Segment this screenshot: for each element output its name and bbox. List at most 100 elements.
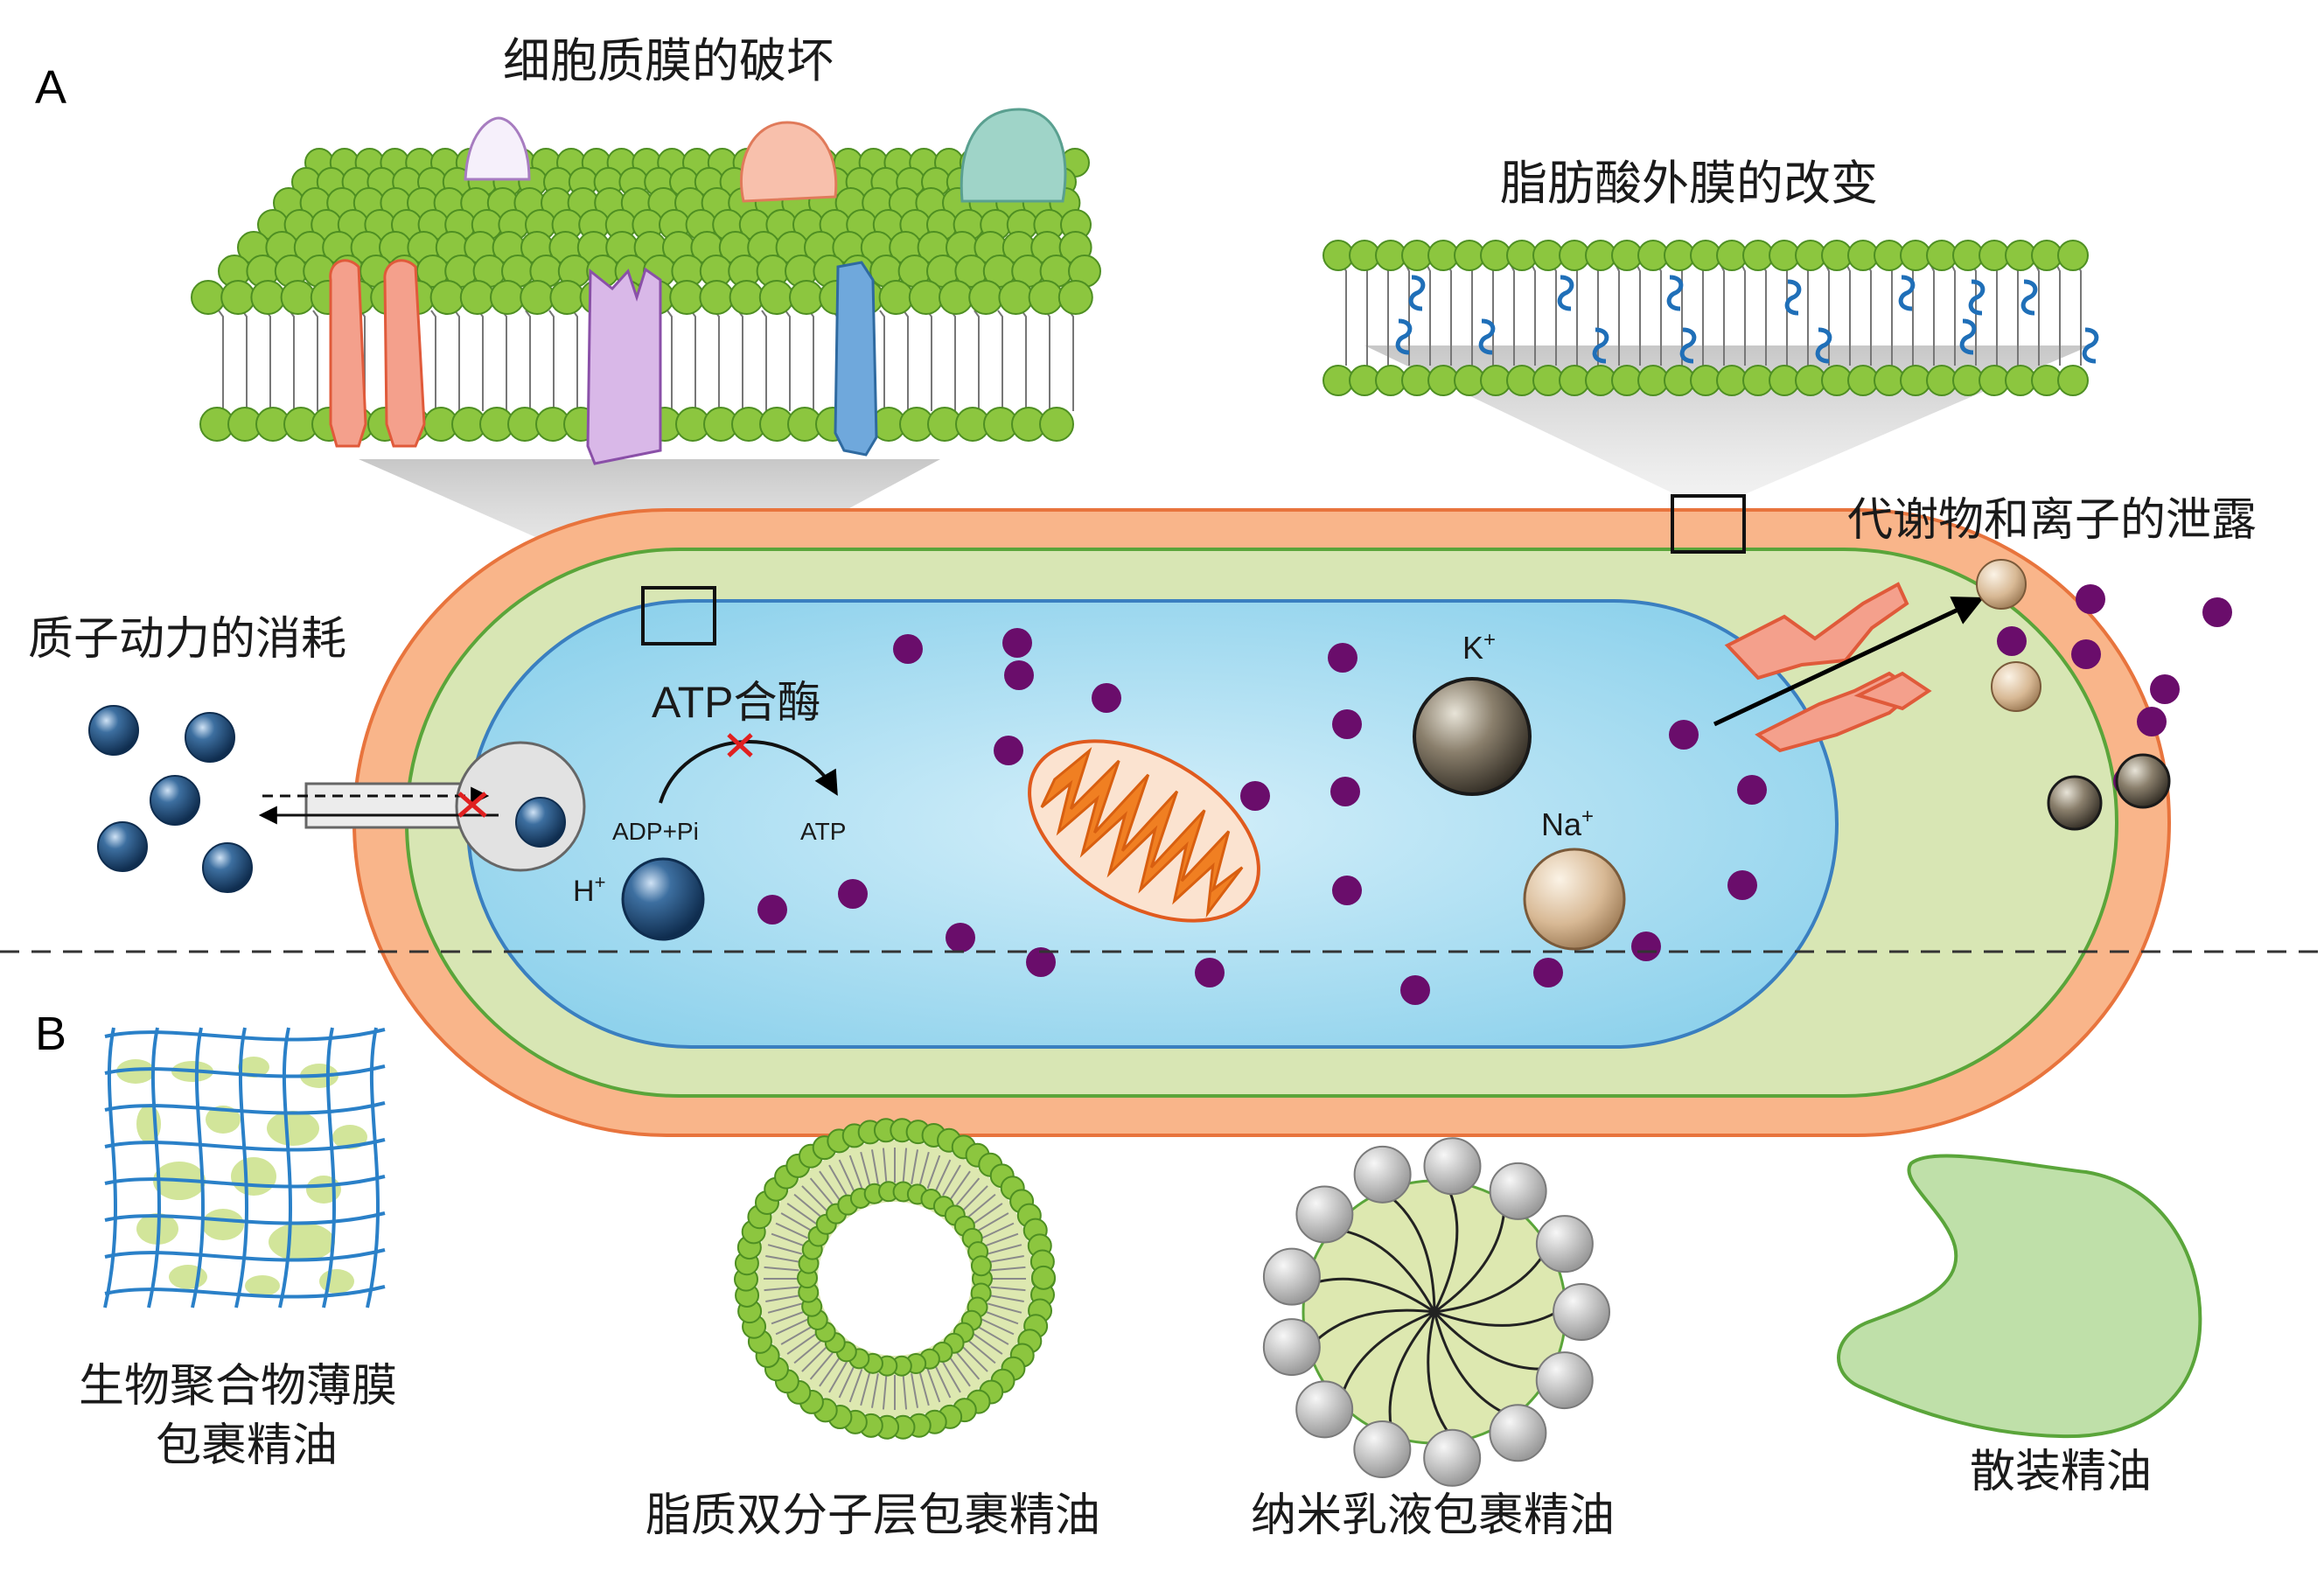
lipid-tail — [771, 1310, 805, 1325]
lipid-tail — [949, 1170, 971, 1201]
polymer-fiber — [104, 1064, 386, 1078]
lipid-tail — [771, 1232, 805, 1247]
lipid-tail — [870, 1373, 879, 1408]
polymer-fiber — [104, 1101, 386, 1115]
surfactant-head — [1423, 1428, 1482, 1487]
leaked-metabolite-dot — [2202, 597, 2232, 627]
lipid-head — [1532, 365, 1564, 396]
kinked-fatty-acid — [1968, 279, 1986, 316]
lipid-head — [2057, 240, 2089, 271]
kinked-fatty-acid — [1679, 327, 1697, 364]
lipid-head — [1401, 240, 1433, 271]
kinked-fatty-acid — [2020, 279, 2038, 316]
lipid-head — [2005, 365, 2036, 396]
lipid-tail — [572, 310, 578, 411]
polymer-fiber — [103, 1027, 117, 1308]
polymer-fiber — [234, 1027, 248, 1308]
surfactant-tail — [1433, 1190, 1459, 1313]
metabolite-dot — [1669, 720, 1699, 750]
lipid-head — [968, 280, 1004, 315]
lipid-tail — [967, 1193, 996, 1218]
lipid-tail — [289, 310, 295, 411]
h-ion-proton — [621, 857, 705, 941]
surfactant-head — [1262, 1318, 1321, 1377]
lipid-head — [1847, 365, 1879, 396]
lipid-head — [1349, 240, 1380, 271]
lipid-tail — [1825, 263, 1830, 366]
surface-protein-white — [464, 116, 531, 181]
lipid-tail — [848, 1369, 863, 1403]
lipid-head — [1952, 240, 1984, 271]
lipid-tail — [882, 1374, 888, 1410]
lipid-head — [1039, 407, 1074, 442]
section-b-label: B — [35, 1008, 66, 1060]
lipid-tail — [1783, 263, 1788, 366]
lipid-tail — [848, 1155, 863, 1189]
lipid-head — [1926, 365, 1958, 396]
lipid-head — [1690, 365, 1721, 396]
lipid-tail — [775, 1222, 808, 1239]
lipid-tail — [962, 1346, 988, 1372]
lipid-tail — [977, 1212, 1009, 1232]
lipid-tail — [879, 310, 885, 411]
lipid-tail — [765, 1294, 800, 1303]
lipid-head — [970, 1255, 992, 1277]
fatty-acid-change-label: 脂肪酸外膜的改变 — [1500, 156, 1878, 211]
lipid-head — [549, 280, 585, 315]
lipid-head — [2031, 365, 2062, 396]
kinked-fatty-acid — [1408, 275, 1426, 311]
lipid-tail — [764, 1286, 799, 1292]
lipid-head — [1664, 240, 1695, 271]
lipid-tail — [828, 1361, 848, 1393]
lipid-tail — [793, 1339, 822, 1364]
leaked-metabolite-dot — [2150, 674, 2180, 704]
lipid-tail — [962, 1185, 988, 1211]
surfactant-head — [1353, 1420, 1412, 1479]
lipid-head — [1427, 240, 1459, 271]
lipid-tail — [1657, 263, 1662, 366]
leakage-label: 代谢物和离子的泄露 — [1847, 494, 2257, 547]
lipid-tail — [430, 310, 436, 411]
lipid-tail — [882, 1148, 888, 1183]
metabolite-dot — [838, 879, 868, 909]
polymer-fiber — [104, 1211, 386, 1225]
k-ion-label: K+ — [1462, 628, 1496, 666]
lipid-tail — [926, 1155, 941, 1189]
lipid-head — [1979, 365, 2010, 396]
oil-droplet — [319, 1269, 354, 1294]
nanoemulsion-label: 纳米乳液包裹精油 — [1251, 1490, 1615, 1542]
lipid-tail — [808, 310, 814, 411]
lipid-tail — [903, 310, 909, 411]
lipid-tail — [786, 1203, 817, 1225]
lipid-head — [1664, 365, 1695, 396]
lipid-tail — [902, 1374, 908, 1410]
lipid-head — [1795, 365, 1826, 396]
lipid-tail — [767, 1302, 803, 1314]
lipid-tail — [926, 310, 932, 411]
lipid-tail — [819, 1357, 841, 1387]
lipid-head — [1349, 365, 1380, 396]
lipid-tail — [985, 1232, 1019, 1247]
metabolite-dot — [1092, 683, 1121, 713]
lipid-head — [1375, 365, 1406, 396]
lipid-head — [429, 280, 465, 315]
lipid-head — [1795, 240, 1826, 271]
surfactant-tail — [1315, 1277, 1435, 1314]
lipid-tail — [989, 1294, 1024, 1303]
kinked-fatty-acid — [2082, 327, 2099, 364]
metabolite-dot — [1332, 876, 1362, 905]
lipid-tail — [241, 310, 248, 411]
aqueous-core — [818, 1202, 972, 1356]
lipid-tail — [828, 1164, 848, 1197]
leaked-metabolite-dot — [2071, 639, 2101, 669]
polymer-fiber — [104, 1175, 386, 1189]
lipid-head — [1427, 365, 1459, 396]
surfactant-head — [1262, 1247, 1321, 1306]
lipid-tail — [838, 1365, 855, 1399]
lipid-head — [1821, 365, 1853, 396]
lipid-tail — [1447, 263, 1452, 366]
lipid-head — [1028, 280, 1064, 315]
surfactant-tail — [1341, 1310, 1435, 1394]
atp-inhibition-x-icon — [727, 733, 753, 757]
